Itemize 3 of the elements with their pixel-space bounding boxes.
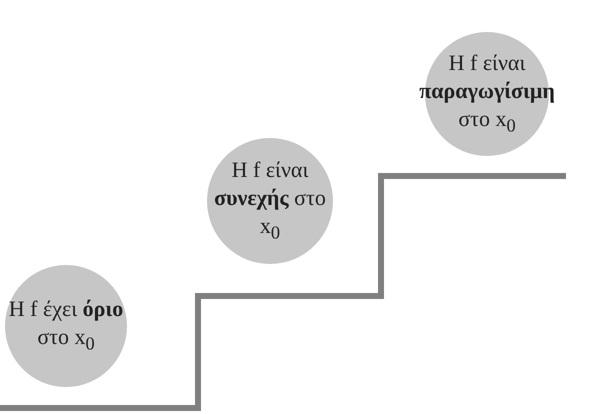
circle-text: Η f είναι συνεχής στο x$_{0}$ (213, 156, 327, 244)
circle-text: Η f είναι παραγωγίσιμη στο x$_{0}$ (419, 48, 555, 138)
circle-text: Η f έχει όριο στο x$_{0}$ (8, 294, 124, 356)
